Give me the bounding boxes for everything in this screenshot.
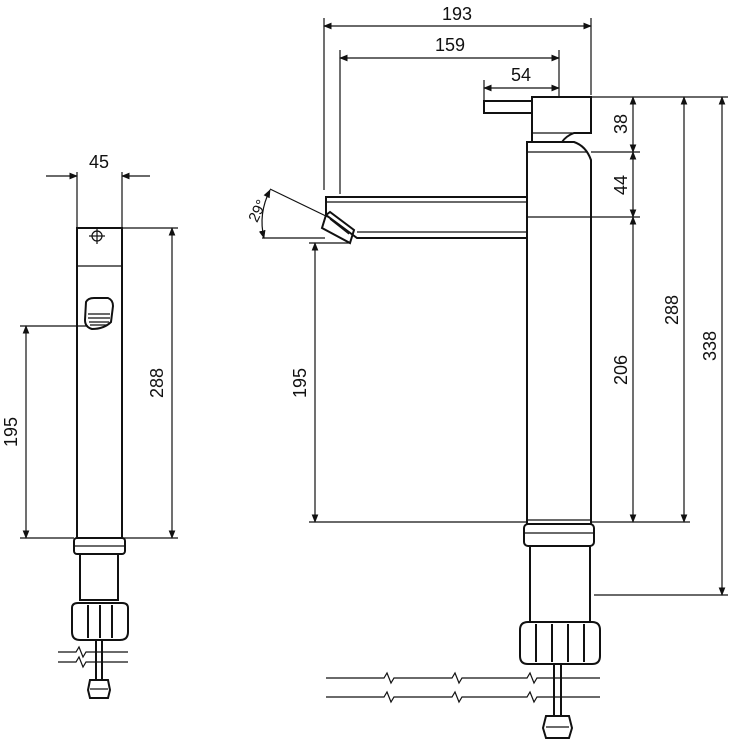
reach-dimensions: 193 159 54	[323, 4, 592, 194]
side-height-label: 288	[147, 368, 167, 398]
front-spout-height-dimension: 195	[290, 242, 527, 523]
front-base	[326, 523, 601, 739]
side-spout-height-dimension: 195	[1, 325, 88, 539]
body-lower-label: 206	[611, 355, 631, 385]
side-width-label: 45	[89, 152, 109, 172]
lever-label: 54	[511, 65, 531, 85]
front-spout-height-label: 195	[290, 368, 310, 398]
total-body-label: 288	[662, 295, 682, 325]
handle-height-label: 38	[611, 114, 631, 134]
spout-angle-dimension: 29°	[245, 188, 331, 239]
body-upper-label: 44	[611, 175, 631, 195]
angle-label: 29°	[245, 197, 270, 225]
front-body	[526, 141, 592, 525]
spout	[320, 196, 528, 245]
side-width-dimension: 45	[46, 152, 150, 228]
vertical-dimensions: 38 44 206 288 338	[527, 96, 728, 596]
side-spout-height-label: 195	[1, 417, 21, 447]
side-view: 45	[1, 152, 178, 699]
spout-reach-label: 159	[435, 35, 465, 55]
overall-reach-label: 193	[442, 4, 472, 24]
overall-height-label: 338	[700, 331, 720, 361]
side-body	[76, 227, 123, 539]
front-view: 193 159 54	[245, 4, 728, 739]
lever-handle	[483, 96, 592, 143]
side-base	[58, 537, 129, 699]
side-height-dimension: 288	[122, 227, 178, 539]
